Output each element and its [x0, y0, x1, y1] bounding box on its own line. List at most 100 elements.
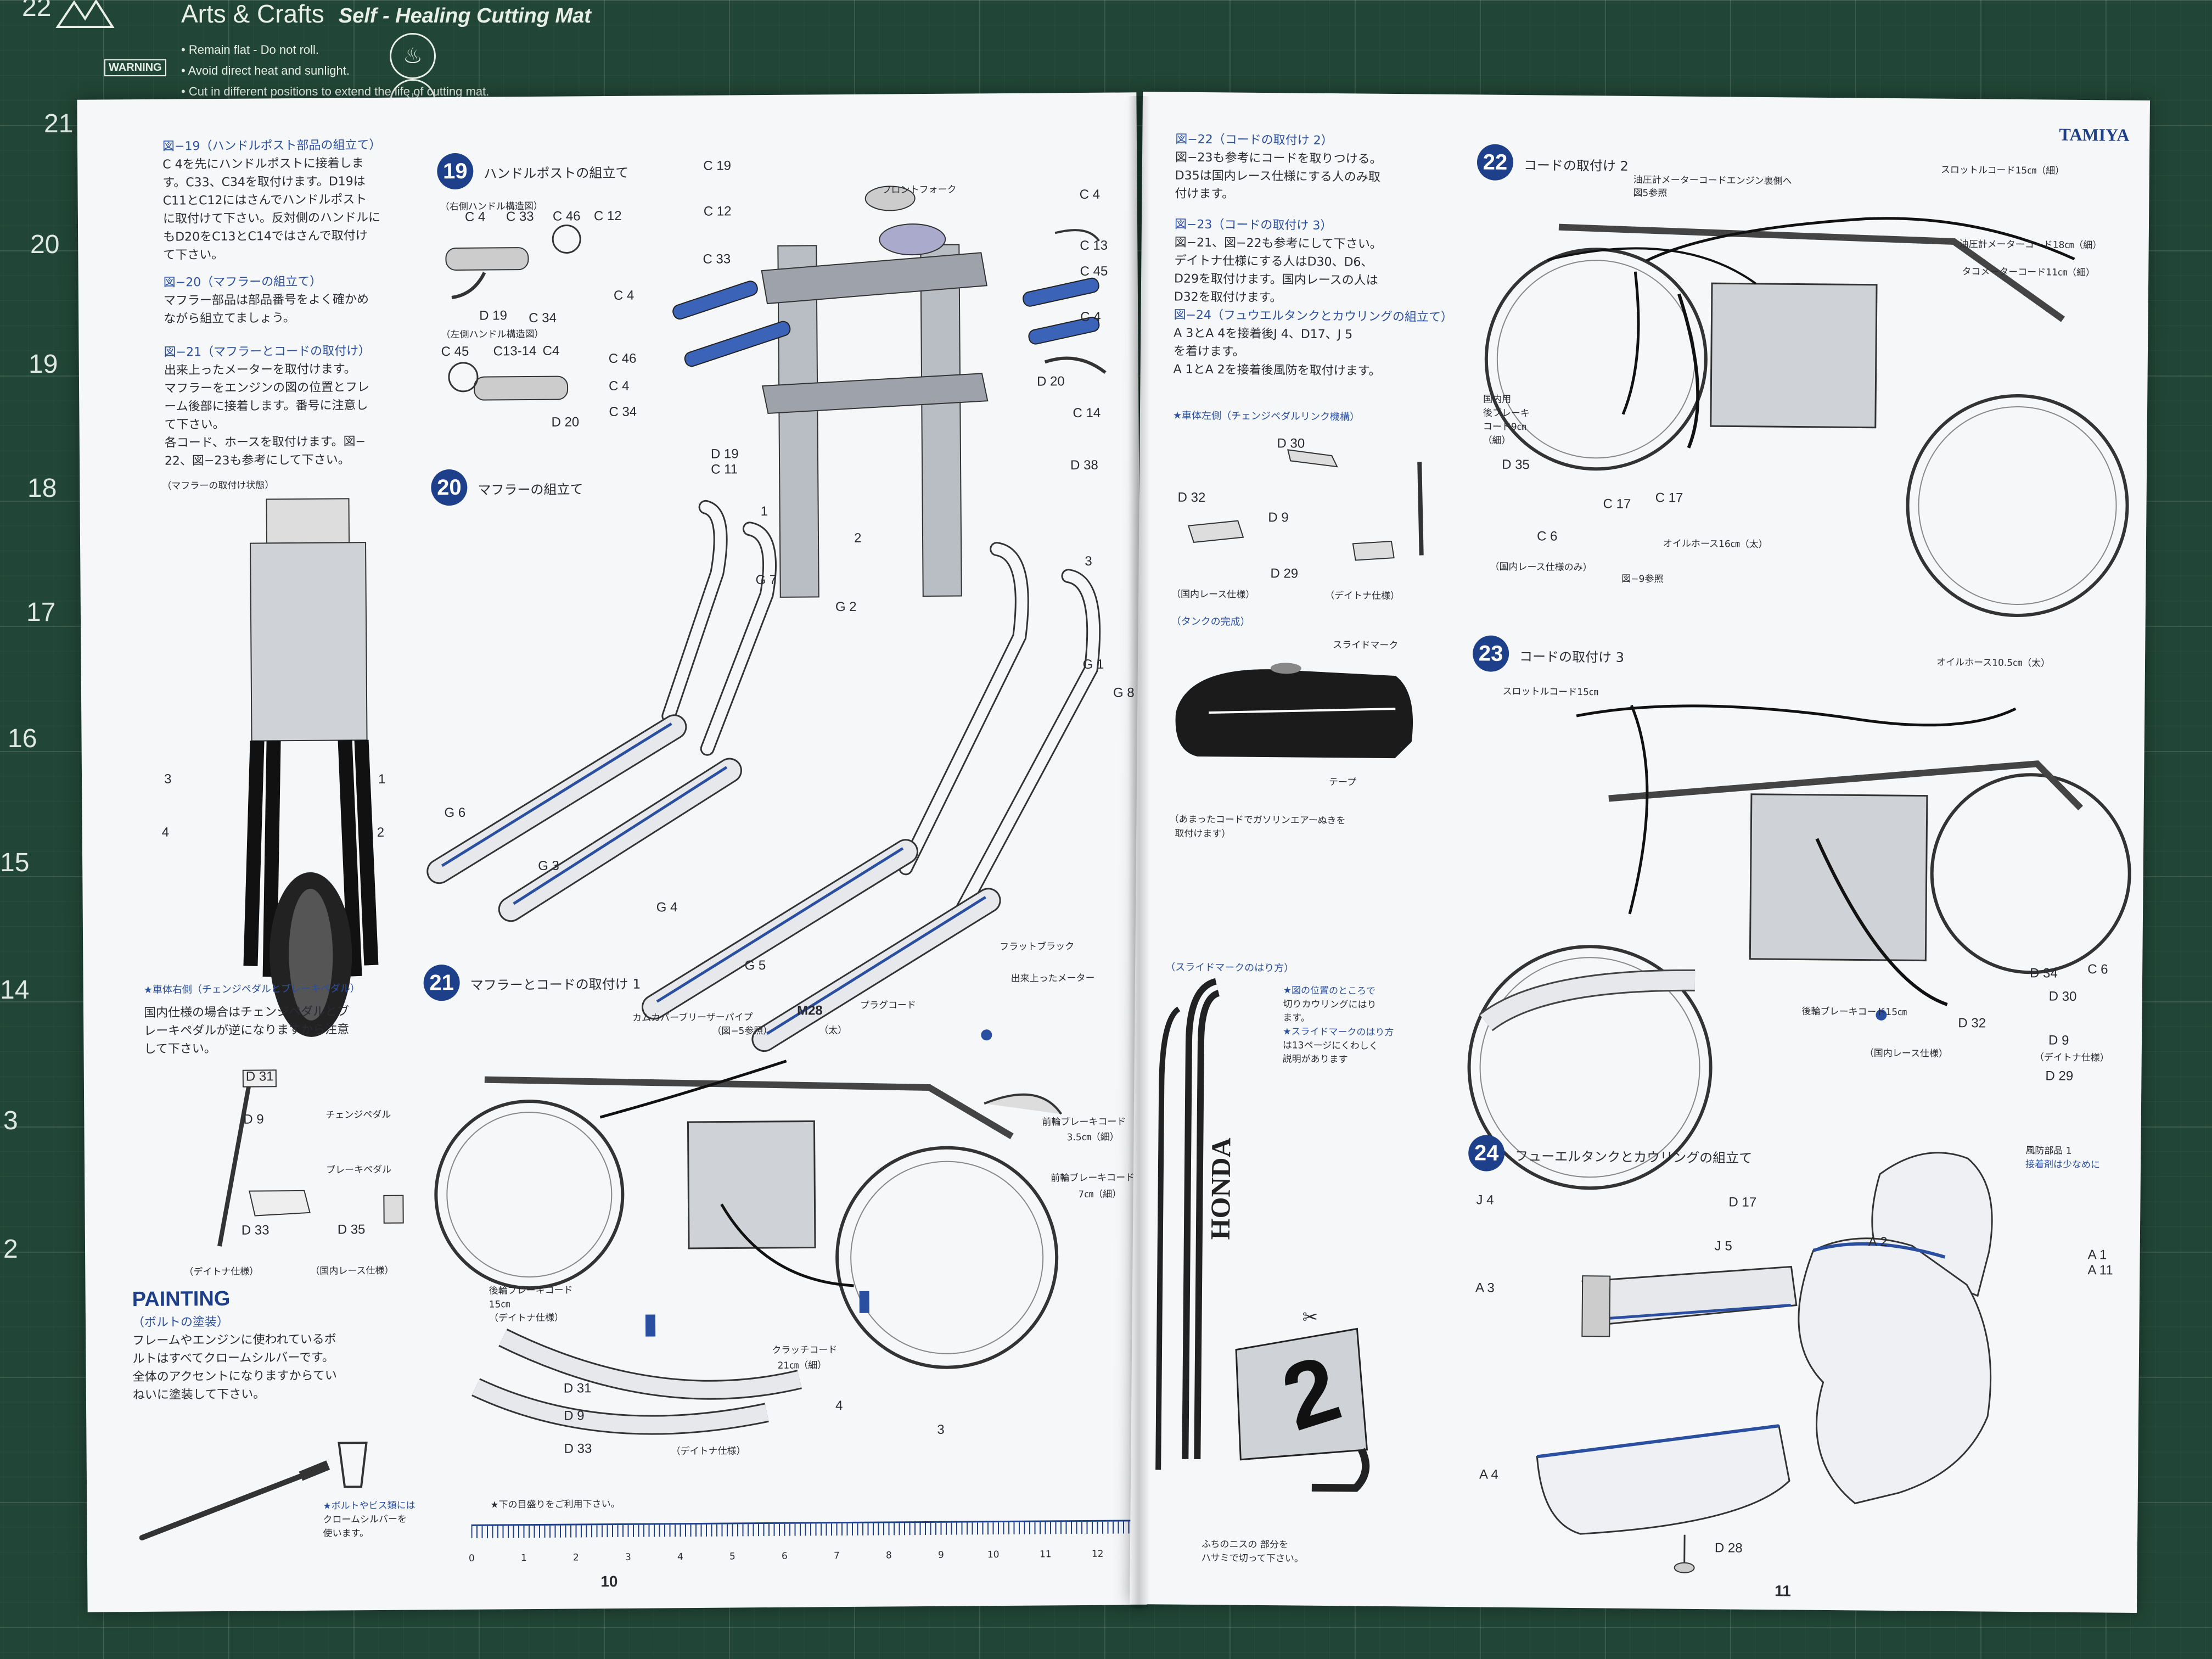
ruler-mark: 14 — [0, 976, 30, 1005]
painting-text: （ボルトの塗装） フレームやエンジンに使われているボ ルトはすべてクロームシルバ… — [132, 1313, 337, 1405]
link-label-d9: D 9 — [1268, 510, 1289, 525]
cowl-label: A 11 — [2087, 1263, 2113, 1278]
cowl-label: A 2 — [1868, 1234, 1888, 1249]
mat-brand: Arts & Crafts — [181, 0, 324, 28]
cord-label: M28 — [796, 1003, 823, 1018]
crane-logo-icon — [55, 0, 115, 28]
instruction-booklet: 図−19（ハンドルポスト部品の組立て） C 4を先にハンドルポストに接着しま す… — [77, 92, 2150, 1613]
part-label: D 20 — [1036, 374, 1065, 389]
part-label: C 14 — [1073, 405, 1101, 421]
ruler-tick: 3 — [625, 1551, 631, 1563]
intro-line: 付けます。 — [1175, 187, 1234, 201]
part-label: C 34 — [529, 310, 557, 326]
link-label-domestic: （国内レース仕様） — [1171, 589, 1255, 601]
muffler-label: 2 — [377, 825, 385, 840]
intro-line: 図−23も参考にコードを取りつける。 — [1175, 150, 1382, 166]
pedal-line: 国内仕様の場合はチェンジペダルとブ — [143, 1005, 350, 1020]
intro-line: C 4を先にハンドルポストに接着しま — [162, 156, 364, 172]
cord22-label: C 6 — [1536, 529, 1558, 544]
cord22-label: スロットルコード15㎝（細） — [1940, 164, 2065, 177]
intro-line: D29を取付けます。国内レースの人は — [1174, 272, 1378, 288]
intro-heading: 図−24（フュウエルタンクとカウリングの組立て） — [1174, 308, 1453, 324]
intro-text-21: 図−21（マフラーとコードの取付け） 出来上ったメーターを取付けます。 マフラー… — [164, 341, 440, 470]
cowl-label: J 4 — [1476, 1192, 1494, 1208]
ruler-mark: 16 — [8, 724, 37, 753]
part-label: C 46 — [608, 351, 637, 367]
part-label: C 4 — [1080, 309, 1101, 325]
part-label: D 19 — [479, 308, 507, 323]
part-label: C13-14 — [493, 343, 537, 359]
ruler-mark: 20 — [30, 230, 60, 259]
part-label: C 13 — [1080, 238, 1108, 254]
intro-line: を着けます。 — [1173, 344, 1245, 359]
intro-line: て下さい。 — [163, 248, 224, 262]
tank-note-1: （あまったコードでガソリンエアーぬきを — [1169, 814, 1346, 827]
intro-line: D32を取付けます。 — [1174, 290, 1282, 305]
pedal-label-d35: D 35 — [337, 1222, 366, 1237]
ruler-tick: 6 — [781, 1550, 788, 1562]
muffler-part-label: G 3 — [538, 858, 559, 873]
muffler-assembly-drawing — [426, 500, 1101, 1052]
intro-line: デイトナ仕様にする人はD30、D6、 — [1174, 254, 1373, 270]
cord-label: 出来上ったメーター — [1010, 972, 1095, 984]
cowl-label: J 5 — [1714, 1238, 1732, 1254]
intro-text-19: 図−19（ハンドルポスト部品の組立て） C 4を先にハンドルポストに接着しま す… — [162, 136, 438, 264]
painting-line: ねいに塗装して下さい。 — [132, 1387, 266, 1403]
muffler-part-label: G 2 — [835, 599, 857, 615]
ruler-mark: 3 — [3, 1106, 18, 1135]
pedal-label-change: チェンジペダル — [325, 1109, 391, 1121]
windscreen-label: 風防部品 1 — [2025, 1145, 2072, 1157]
cord-label: 前輪ブレーキコード — [1042, 1116, 1126, 1128]
part-label: C 19 — [703, 158, 732, 173]
motorcycle-cords-drawing — [434, 1060, 1063, 1435]
cord22-label: 油圧計メーターコード18㎝（細） — [1959, 239, 2102, 251]
cord23-label: C 6 — [2087, 962, 2108, 977]
part-label: C 33 — [703, 251, 731, 267]
cord23-label: D 34 — [2029, 966, 2058, 981]
muffler-part-label: 3 — [1085, 553, 1092, 569]
cowl-label: D 17 — [1728, 1195, 1757, 1210]
ruler-mark: 19 — [29, 350, 58, 379]
ruler-tick: 10 — [987, 1549, 1000, 1561]
muffler-part-label: 2 — [854, 530, 862, 546]
tank-caption: （タンクの完成） — [1171, 615, 1250, 628]
cord23-label: D 30 — [2048, 989, 2077, 1004]
muffler-part-label: G 6 — [444, 805, 466, 821]
link-caption: ★車体左側（チェンジペダルリンク機構） — [1172, 410, 1360, 423]
cord22-label: 国内用 — [1483, 394, 1512, 405]
part-label: C 12 — [703, 204, 732, 219]
paintbrush-drawing — [139, 1442, 368, 1541]
muffler-part-label: G 5 — [744, 958, 766, 973]
cord23-label: D 32 — [1958, 1016, 1986, 1031]
warning-badge: WARNING — [104, 59, 166, 76]
intro-line: D35は国内レース仕様にする人のみ取 — [1175, 169, 1380, 184]
pedal-label-brake: ブレーキペダル — [325, 1164, 392, 1176]
pedal-line: して下さい。 — [144, 1042, 216, 1056]
cord-label: プラグコード — [860, 1000, 917, 1011]
part-label: C4 — [542, 343, 560, 358]
painting-heading: PAINTING — [132, 1287, 231, 1311]
intro-heading: 図−21（マフラーとコードの取付け） — [164, 344, 371, 360]
painting-line: フレームやエンジンに使われているボ — [132, 1332, 336, 1348]
intro-line: もD20をC13とC14ではさんで取付け — [163, 229, 368, 244]
intro-line: 各コード、ホースを取付けます。図− — [164, 435, 366, 450]
cord23-label: D 29 — [2045, 1068, 2074, 1084]
muffler-caption: （マフラーの取付け状態） — [162, 480, 274, 492]
cord-label: 3 — [937, 1422, 945, 1437]
link-label-d32: D 32 — [1177, 490, 1206, 506]
intro-line: ーム後部に接着します。番号に注意し — [164, 399, 368, 414]
intro-text-22: 図−22（コードの取付け 2） 図−23も参考にコードを取りつける。 D35は国… — [1175, 131, 1461, 206]
ruler-note: ★下の目盛りをご利用下さい。 — [490, 1498, 620, 1511]
cord22-label: 図−9参照 — [1621, 573, 1664, 585]
link-mechanism-drawing — [1187, 449, 1424, 561]
cord-label: 21㎝（細） — [777, 1360, 827, 1371]
intro-line: て下さい。 — [164, 417, 225, 432]
decal-cut-line: ふちのニスの 部分を — [1201, 1539, 1288, 1551]
cord-label: （図−5参照） — [712, 1025, 773, 1037]
scissors-icon: ✂ — [1302, 1306, 1318, 1329]
slide-mark-decal-drawing — [1155, 978, 1370, 1492]
painting-line: 全体のアクセントになりますからてい — [132, 1369, 337, 1385]
ruler-mark: 21 — [44, 109, 74, 138]
cord-label: カムカバーブリーザーパイプ — [632, 1012, 753, 1024]
intro-text-23: 図−23（コードの取付け 3） 図−21、図−22も参考にして下さい。 デイトナ… — [1174, 216, 1460, 309]
